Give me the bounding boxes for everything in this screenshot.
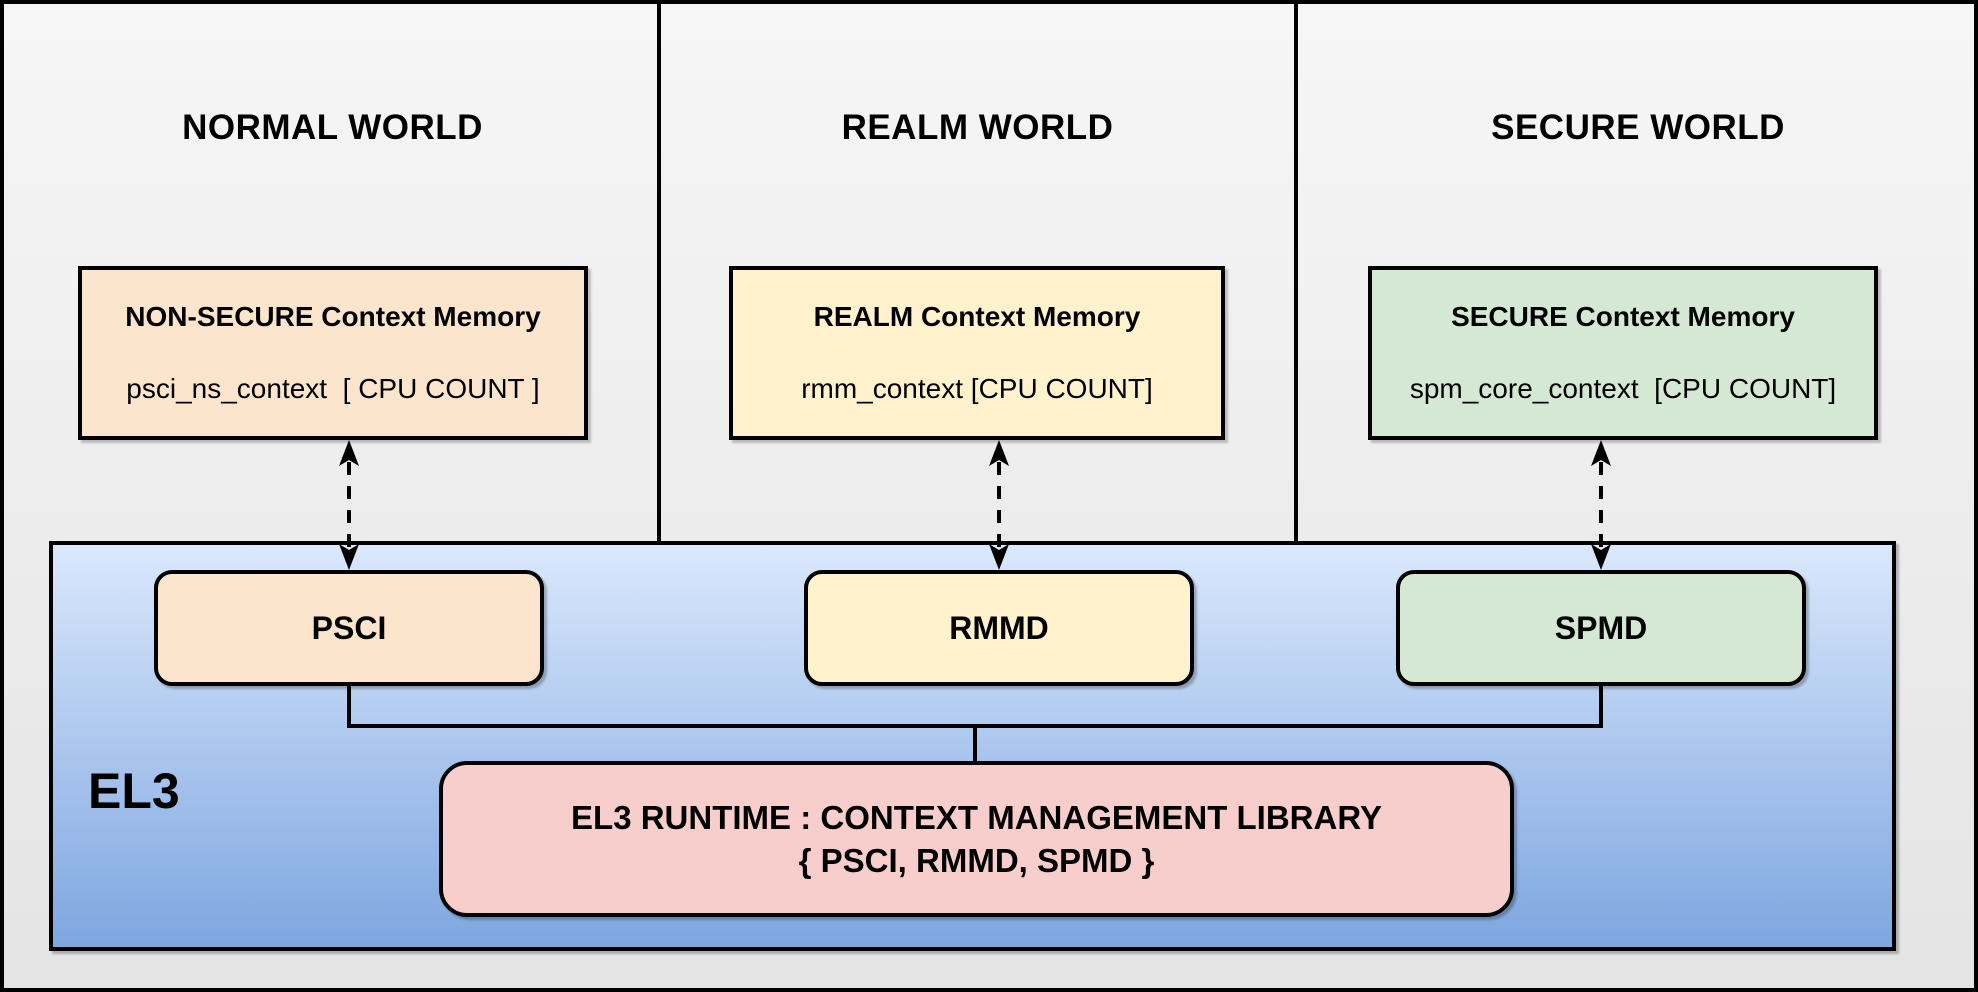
secure-context-memory-title: SECURE Context Memory	[1451, 301, 1795, 333]
psci-box: PSCI	[154, 570, 544, 686]
realm-context-memory-subtitle: rmm_context [CPU COUNT]	[801, 373, 1153, 404]
non-secure-context-memory-subtitle: psci_ns_context [ CPU COUNT ]	[126, 373, 540, 404]
divider-realm-secure	[1294, 4, 1298, 541]
connector-psci-drop	[347, 684, 351, 728]
non-secure-context-memory-box: NON-SECURE Context Memory psci_ns_contex…	[78, 266, 588, 440]
el3-runtime-library-line1: EL3 RUNTIME : CONTEXT MANAGEMENT LIBRARY	[571, 799, 1382, 836]
double-headed-arrow-icon	[339, 440, 359, 570]
rmmd-box: RMMD	[804, 570, 1194, 686]
double-headed-arrow-icon	[989, 440, 1009, 570]
divider-normal-realm	[657, 4, 661, 541]
non-secure-context-memory-title: NON-SECURE Context Memory	[125, 301, 541, 333]
realm-context-memory-title: REALM Context Memory	[813, 301, 1141, 333]
double-headed-arrow-icon	[1591, 440, 1611, 570]
realm-context-memory-box: REALM Context Memory rmm_context [CPU CO…	[729, 266, 1225, 440]
secure-context-memory-subtitle: spm_core_context [CPU COUNT]	[1409, 373, 1837, 404]
secure-world-title: SECURE WORLD	[1491, 108, 1785, 147]
realm-world-title: REALM WORLD	[841, 108, 1114, 147]
secure-context-memory-box: SECURE Context Memory spm_core_context […	[1368, 266, 1878, 440]
connector-spmd-drop	[1599, 684, 1603, 728]
normal-world-title: NORMAL WORLD	[182, 108, 483, 147]
connector-library-drop	[973, 724, 977, 764]
el3-runtime-library-box: EL3 RUNTIME : CONTEXT MANAGEMENT LIBRARY…	[439, 761, 1514, 917]
el3-label: EL3	[88, 763, 180, 819]
spmd-box: SPMD	[1396, 570, 1806, 686]
el3-runtime-library-line2: { PSCI, RMMD, SPMD }	[798, 842, 1155, 879]
